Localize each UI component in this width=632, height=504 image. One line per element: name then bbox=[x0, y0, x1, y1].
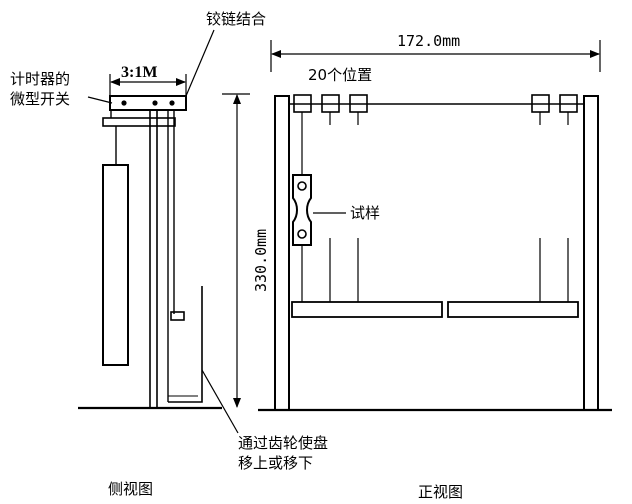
front-left-post bbox=[274, 95, 290, 411]
side-hanging-weight bbox=[102, 164, 129, 366]
tray-left bbox=[291, 301, 443, 318]
head-hole bbox=[152, 100, 158, 106]
dimensions bbox=[109, 40, 601, 408]
leader-lines bbox=[87, 29, 239, 434]
head-hole bbox=[121, 100, 127, 106]
gear-label-1: 通过齿轮使盘 bbox=[238, 434, 328, 452]
specimen-hole bbox=[297, 229, 307, 239]
side-view bbox=[78, 95, 222, 410]
ratio-label: 3:1M bbox=[121, 64, 157, 81]
gear-label-2: 移上或移下 bbox=[238, 454, 313, 472]
test-specimen bbox=[292, 174, 312, 246]
tray-right bbox=[447, 301, 579, 318]
front-right-post bbox=[583, 95, 599, 411]
side-small-block bbox=[170, 311, 185, 321]
specimen-hole bbox=[297, 181, 307, 191]
width-dim-label: 172.0mm bbox=[397, 32, 460, 50]
front-view bbox=[258, 94, 612, 412]
side-tray-bracket bbox=[168, 286, 203, 403]
side-cross-bar bbox=[102, 117, 176, 127]
timer-switch-label-2: 微型开关 bbox=[10, 90, 70, 108]
front-view-caption: 正视图 bbox=[418, 483, 463, 501]
positions-label: 20个位置 bbox=[308, 66, 372, 84]
specimen-label: 试样 bbox=[350, 204, 380, 222]
timer-switch-label-1: 计时器的 bbox=[10, 70, 70, 88]
hinge-label: 铰链结合 bbox=[206, 10, 266, 28]
head-hole bbox=[169, 100, 175, 106]
side-view-caption: 侧视图 bbox=[108, 480, 153, 498]
height-dim-label: 330.0mm bbox=[252, 229, 270, 292]
